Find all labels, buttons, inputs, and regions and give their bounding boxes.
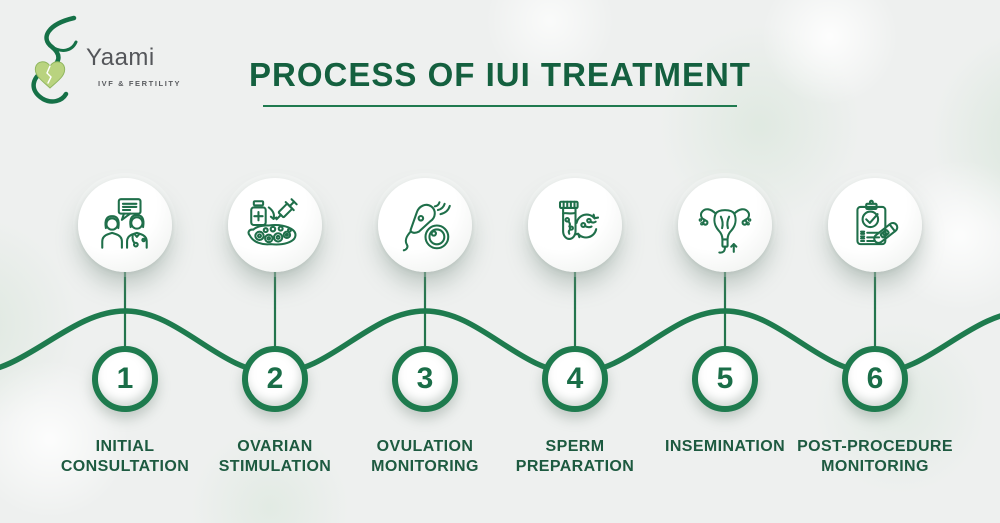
step-number-badge: 4: [542, 346, 608, 412]
step-number: 3: [416, 362, 434, 395]
insemination-icon: [698, 208, 752, 254]
step-label: OVULATION MONITORING: [371, 438, 479, 475]
brand-tagline: IVF & FERTILITY: [98, 79, 182, 88]
step-label: INITIAL CONSULTATION: [60, 438, 190, 475]
ovulation-monitoring-icon: [402, 201, 451, 252]
sperm-preparation-icon: [558, 200, 600, 240]
step-number: 6: [866, 362, 884, 395]
step-number: 5: [716, 362, 734, 395]
brand-name: Yaami: [86, 44, 155, 71]
step-label: POST-PROCEDURE MONITORING: [797, 438, 953, 475]
consultation-icon: [101, 198, 148, 249]
title-underline: [263, 105, 737, 107]
step-insemination: 5 INSEMINATION: [635, 0, 815, 523]
ovarian-stimulation-icon: [247, 198, 298, 246]
step-number: 1: [116, 362, 134, 395]
step-number: 4: [566, 362, 584, 395]
page-title: PROCESS OF IUI TREATMENT: [249, 56, 751, 93]
yaami-swirl-heart-icon: [31, 15, 78, 104]
step-initial-consultation: 1 INITIAL CONSULTATION: [35, 0, 215, 523]
step-number-badge: 6: [842, 346, 908, 412]
step-number-badge: 5: [692, 346, 758, 412]
step-icon-circle: [528, 178, 622, 272]
step-icon-circle: [228, 178, 322, 272]
step-sperm-preparation: 4 SPERM PREPARATION: [485, 0, 665, 523]
step-number-badge: 1: [92, 346, 158, 412]
step-label: SPERM PREPARATION: [515, 438, 635, 475]
step-label: INSEMINATION: [664, 438, 786, 455]
step-icon-circle: [78, 178, 172, 272]
step-number: 2: [266, 362, 284, 395]
step-icon-circle: [378, 178, 472, 272]
step-number-badge: 2: [242, 346, 308, 412]
step-icon-circle: [678, 178, 772, 272]
step-post-procedure-monitoring: 6 POST-PROCEDURE MONITORING: [785, 0, 965, 523]
step-number-badge: 3: [392, 346, 458, 412]
post-procedure-monitoring-icon: [856, 199, 899, 246]
step-ovarian-stimulation: 2 OVARIAN STIMULATION: [185, 0, 365, 523]
step-ovulation-monitoring: 3 OVULATION MONITORING: [335, 0, 515, 523]
step-label: OVARIAN STIMULATION: [218, 438, 332, 475]
step-icon-circle: [828, 178, 922, 272]
brand-logo: Yaami IVF & FERTILITY: [22, 14, 181, 104]
